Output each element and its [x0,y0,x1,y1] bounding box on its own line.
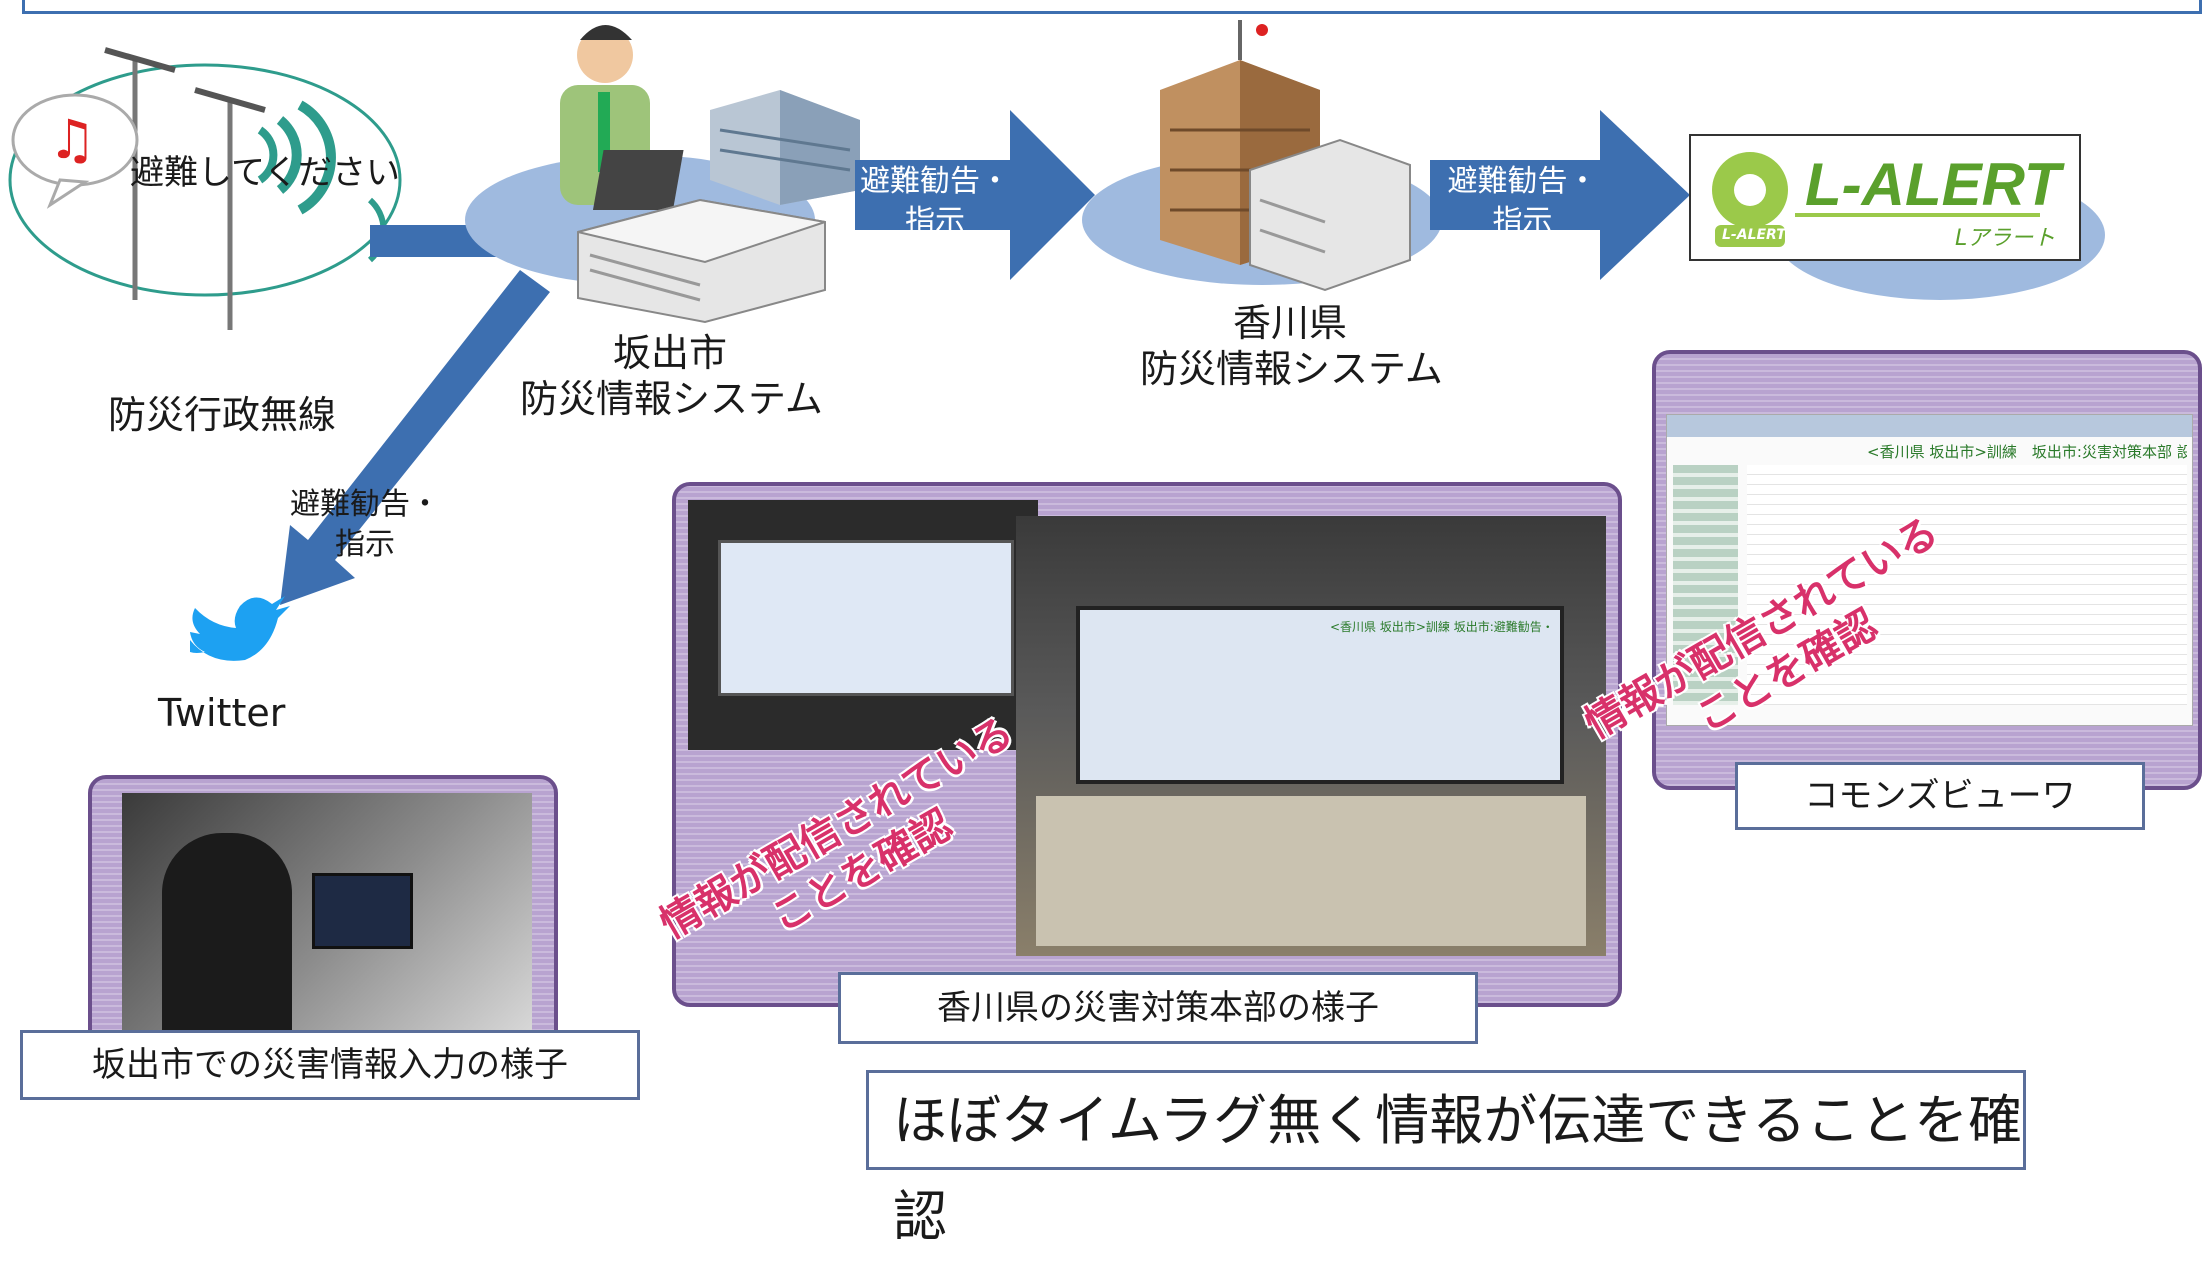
conclusion-box: ほぼタイムラグ無く情報が伝達できることを確認 [866,1070,2026,1248]
commons-viewer-screenshot: <香川県 坂出市>訓練 坂出市:災害対策本部 設置 [1666,414,2193,726]
commons-caption: コモンズビューワ [1735,762,2145,830]
sakaide-system-line1: 坂出市 [612,331,727,375]
arrow-to-kagawa-line2: 指示 [905,204,965,239]
building-icon [710,90,860,205]
kagawa-server-icon [1249,138,1411,292]
lalert-logo-icon [1712,152,1788,247]
map-table [1036,796,1586,946]
sakaide-system-line2: 防災情報システム [520,377,823,421]
speech-bubble: ♫ [11,93,139,209]
commons-sidebar [1673,465,1738,705]
kagawa-caption: 香川県の災害対策本部の様子 [838,972,1478,1044]
arrow-to-lalert-line1: 避難勧告・ [1447,164,1598,199]
kagawa-system-line1: 香川県 [1232,301,1347,345]
commons-header: <香川県 坂出市>訓練 坂出市:災害対策本部 設置 [1867,443,2187,461]
person-silhouette [162,833,292,1033]
command-room-photo: <香川県 坂出市>訓練 坂出市:避難勧告・指示情報 [1016,516,1606,956]
arrow-to-twitter [280,270,550,605]
commons-photo-frame: <香川県 坂出市>訓練 坂出市:災害対策本部 設置 [1652,350,2202,790]
laptop-screen [312,873,413,949]
wall-screen [718,540,1014,696]
lalert-title: L-ALERT [1805,151,2061,218]
twitter-bird-icon [190,596,290,661]
diagram-canvas: ♫ [8,20,2105,661]
sakaide-system-label: 坂出市 防災情報システム [520,330,823,422]
video-wall: <香川県 坂出市>訓練 坂出市:避難勧告・指示情報 [1076,606,1564,784]
wall-header: <香川県 坂出市>訓練 坂出市:避難勧告・指示情報 [1330,620,1550,634]
svg-text:♫: ♫ [48,108,96,171]
sakaide-photo-frame [88,775,558,1065]
kagawa-photo-frame: <香川県 坂出市>訓練 坂出市:避難勧告・指示情報 [672,482,1622,1007]
lalert-small: L-ALERT [1722,227,1786,243]
kagawa-system-line2: 防災情報システム [1140,347,1443,391]
commons-table [1747,465,2187,705]
top-frame [22,0,2202,14]
server-icon [577,198,826,324]
arrow-to-twitter-line2: 指示 [335,527,395,562]
twitter-label: Twitter [158,691,286,735]
arrow-to-kagawa-line1: 避難勧告・ [860,164,1010,199]
radio-label: 防災行政無線 [108,393,337,437]
arrow-to-lalert [1430,110,1690,280]
wall-screen-photo [688,500,1038,750]
speech-text: 避難してください [130,153,400,193]
lalert-kana: Lアラート [1955,226,2056,251]
sakaide-photo [122,793,532,1033]
arrow-to-kagawa-text: 避難勧告・ 指示 [860,162,1010,242]
radio-waves [8,47,402,330]
arrow-to-lalert-text: 避難勧告・ 指示 [1435,162,1610,242]
kagawa-system-label: 香川県 防災情報システム [1140,300,1443,392]
arrow-to-twitter-text: 避難勧告・ 指示 [280,485,450,565]
commons-toolbar [1667,415,2192,437]
operator-illustration [560,25,684,210]
arrow-to-kagawa [855,110,1095,280]
arrow-to-lalert-line2: 指示 [1492,204,1553,239]
arrow-to-twitter-line1: 避難勧告・ [290,487,440,522]
sakaide-caption: 坂出市での災害情報入力の様子 [20,1030,640,1100]
